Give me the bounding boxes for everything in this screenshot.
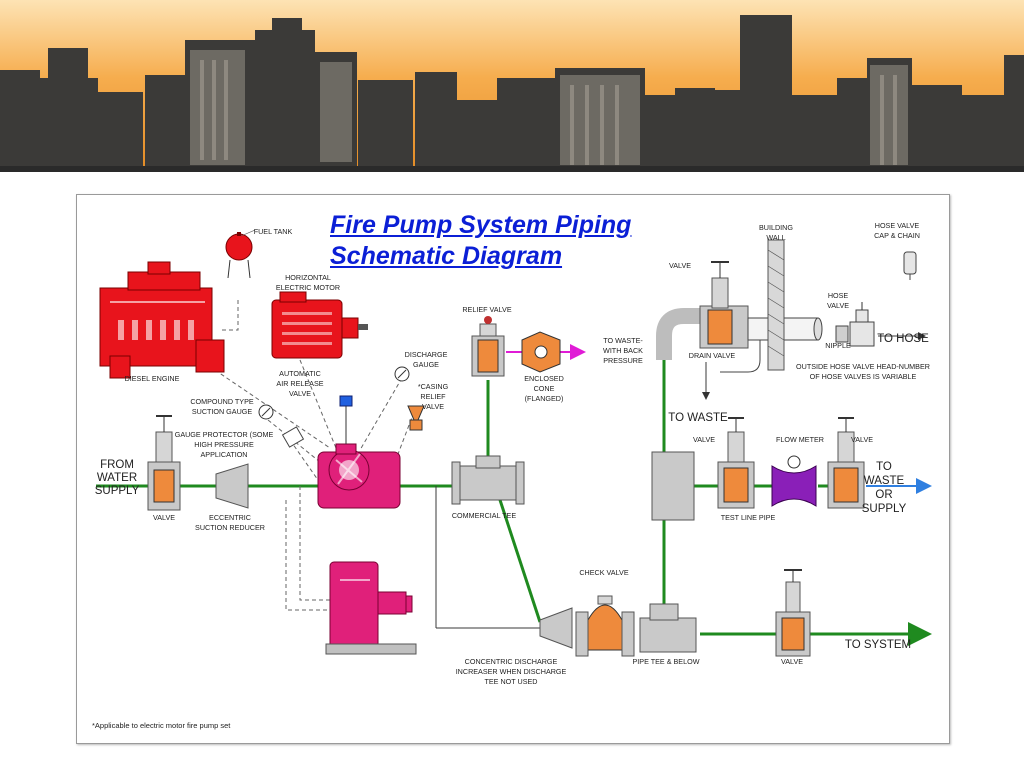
label-from-water-3: SUPPLY [95, 485, 140, 497]
horizontal-electric-motor [271, 291, 368, 359]
test-line-valve-right [827, 417, 865, 509]
test-line-tee [651, 451, 695, 521]
label-valve-top: VALVE [669, 261, 691, 270]
supply-valve [147, 415, 181, 511]
label-relief-valve: RELIEF VALVE [462, 305, 511, 314]
commercial-tee [451, 455, 525, 505]
label-to-waste: TO WASTE [668, 412, 728, 424]
label-casing-relief-2: RELIEF [420, 392, 446, 401]
label-auto-air-1: AUTOMATIC [279, 369, 321, 378]
enclosed-cone [521, 331, 561, 373]
eccentric-suction-reducer [215, 463, 249, 509]
label-auto-air-2: AIR RELEASE [276, 379, 323, 388]
label-to-waste-supply-1: TO [876, 461, 892, 473]
compound-suction-gauge [258, 404, 274, 420]
label-drain-valve: DRAIN VALVE [689, 351, 736, 360]
label-compound-2: SUCTION GAUGE [192, 407, 253, 416]
label-concentric-1: CONCENTRIC DISCHARGE [465, 657, 558, 666]
label-hose-cap-1: HOSE VALVE [875, 221, 920, 230]
vertical-pump-set [325, 561, 417, 655]
concentric-discharge-increaser [539, 607, 573, 649]
diagram-title: Fire Pump System Piping Schematic Diagra… [330, 210, 631, 272]
main-piping [96, 332, 932, 646]
label-eccentric-2: SUCTION REDUCER [195, 523, 265, 532]
label-discharge-gauge-2: GAUGE [413, 360, 439, 369]
label-nipple: NIPPLE [825, 341, 851, 350]
label-outside-2: OF HOSE VALVES IS VARIABLE [810, 372, 917, 381]
label-commercial-tee: COMMERCIAL TEE [452, 511, 517, 520]
label-to-waste-back-3: PRESSURE [603, 356, 643, 365]
label-enclosed-cone-1: ENCLOSED [524, 374, 564, 383]
main-fire-pump [317, 395, 401, 509]
label-horizontal-motor-1: HORIZONTAL [285, 273, 331, 282]
gauge-protector [281, 426, 305, 448]
label-to-waste-supply-4: SUPPLY [862, 503, 907, 515]
label-to-waste-back-1: TO WASTE- [603, 336, 643, 345]
label-check-valve: CHECK VALVE [579, 568, 628, 577]
label-casing-relief-3: VALVE [422, 402, 444, 411]
label-from-water-1: FROM [100, 459, 134, 471]
label-auto-air-3: VALVE [289, 389, 311, 398]
label-hose-cap-2: CAP & CHAIN [874, 231, 920, 240]
label-enclosed-cone-3: (FLANGED) [525, 394, 564, 403]
label-valve-test-left: VALVE [693, 435, 715, 444]
label-diesel-engine: DIESEL ENGINE [125, 374, 180, 383]
label-horizontal-motor-2: ELECTRIC MOTOR [276, 283, 340, 292]
discharge-gauge [394, 366, 410, 382]
footnote: *Applicable to electric motor fire pump … [92, 721, 231, 730]
label-pipe-tee-below: PIPE TEE & BELOW [633, 657, 700, 666]
system-valve [775, 569, 811, 657]
label-test-line-pipe: TEST LINE PIPE [721, 513, 776, 522]
hose-valve-cap [903, 251, 917, 280]
label-protector-3: APPLICATION [201, 450, 248, 459]
diagram-title-line-1: Fire Pump System Piping [330, 211, 632, 239]
label-enclosed-cone-2: CONE [534, 384, 555, 393]
casing-relief-valve [407, 405, 425, 431]
label-casing-relief-1: *CASING [418, 382, 449, 391]
diagram-title-line-2: Schematic Diagram [330, 242, 563, 270]
label-concentric-2: INCREASER WHEN DISCHARGE [456, 667, 567, 676]
label-to-hose: TO HOSE [877, 333, 929, 345]
label-valve-supply: VALVE [153, 513, 175, 522]
label-hose-valve-2: VALVE [827, 301, 849, 310]
diesel-engine [99, 261, 225, 379]
label-valve-system: VALVE [781, 657, 803, 666]
label-to-waste-supply-2: WASTE [864, 475, 905, 487]
label-protector-2: HIGH PRESSURE [194, 440, 254, 449]
label-outside-1: OUTSIDE HOSE VALVE HEAD-NUMBER [796, 362, 930, 371]
test-line-valve-left [717, 417, 755, 509]
check-valve [575, 595, 635, 657]
building-wall [767, 239, 785, 371]
hose-header [656, 261, 823, 373]
relief-valve [471, 316, 505, 377]
labels: FUEL TANK HORIZONTAL ELECTRIC MOTOR DIES… [92, 221, 930, 730]
label-compound-1: COMPOUND TYPE [190, 397, 254, 406]
label-valve-test-right: VALVE [851, 435, 873, 444]
label-building-wall-1: BUILDING [759, 223, 793, 232]
city-skyline-banner [0, 0, 1024, 172]
label-to-system: TO SYSTEM [845, 639, 911, 651]
label-to-waste-supply-3: OR [875, 489, 892, 501]
label-concentric-3: TEE NOT USED [485, 677, 538, 686]
pipe-tee-below [639, 603, 697, 653]
label-protector-1: GAUGE PROTECTOR (SOME [175, 430, 274, 439]
label-from-water-2: WATER [97, 472, 137, 484]
label-building-wall-2: WALL [766, 233, 785, 242]
label-to-waste-back-2: WITH BACK [603, 346, 643, 355]
fuel-tank [225, 229, 256, 279]
label-eccentric-1: ECCENTRIC [209, 513, 251, 522]
label-hose-valve-1: HOSE [828, 291, 849, 300]
label-discharge-gauge-1: DISCHARGE [405, 350, 448, 359]
label-fuel-tank: FUEL TANK [254, 227, 293, 236]
hose-valve [835, 302, 875, 347]
flow-meter [771, 455, 817, 507]
label-flow-meter: FLOW METER [776, 435, 824, 444]
